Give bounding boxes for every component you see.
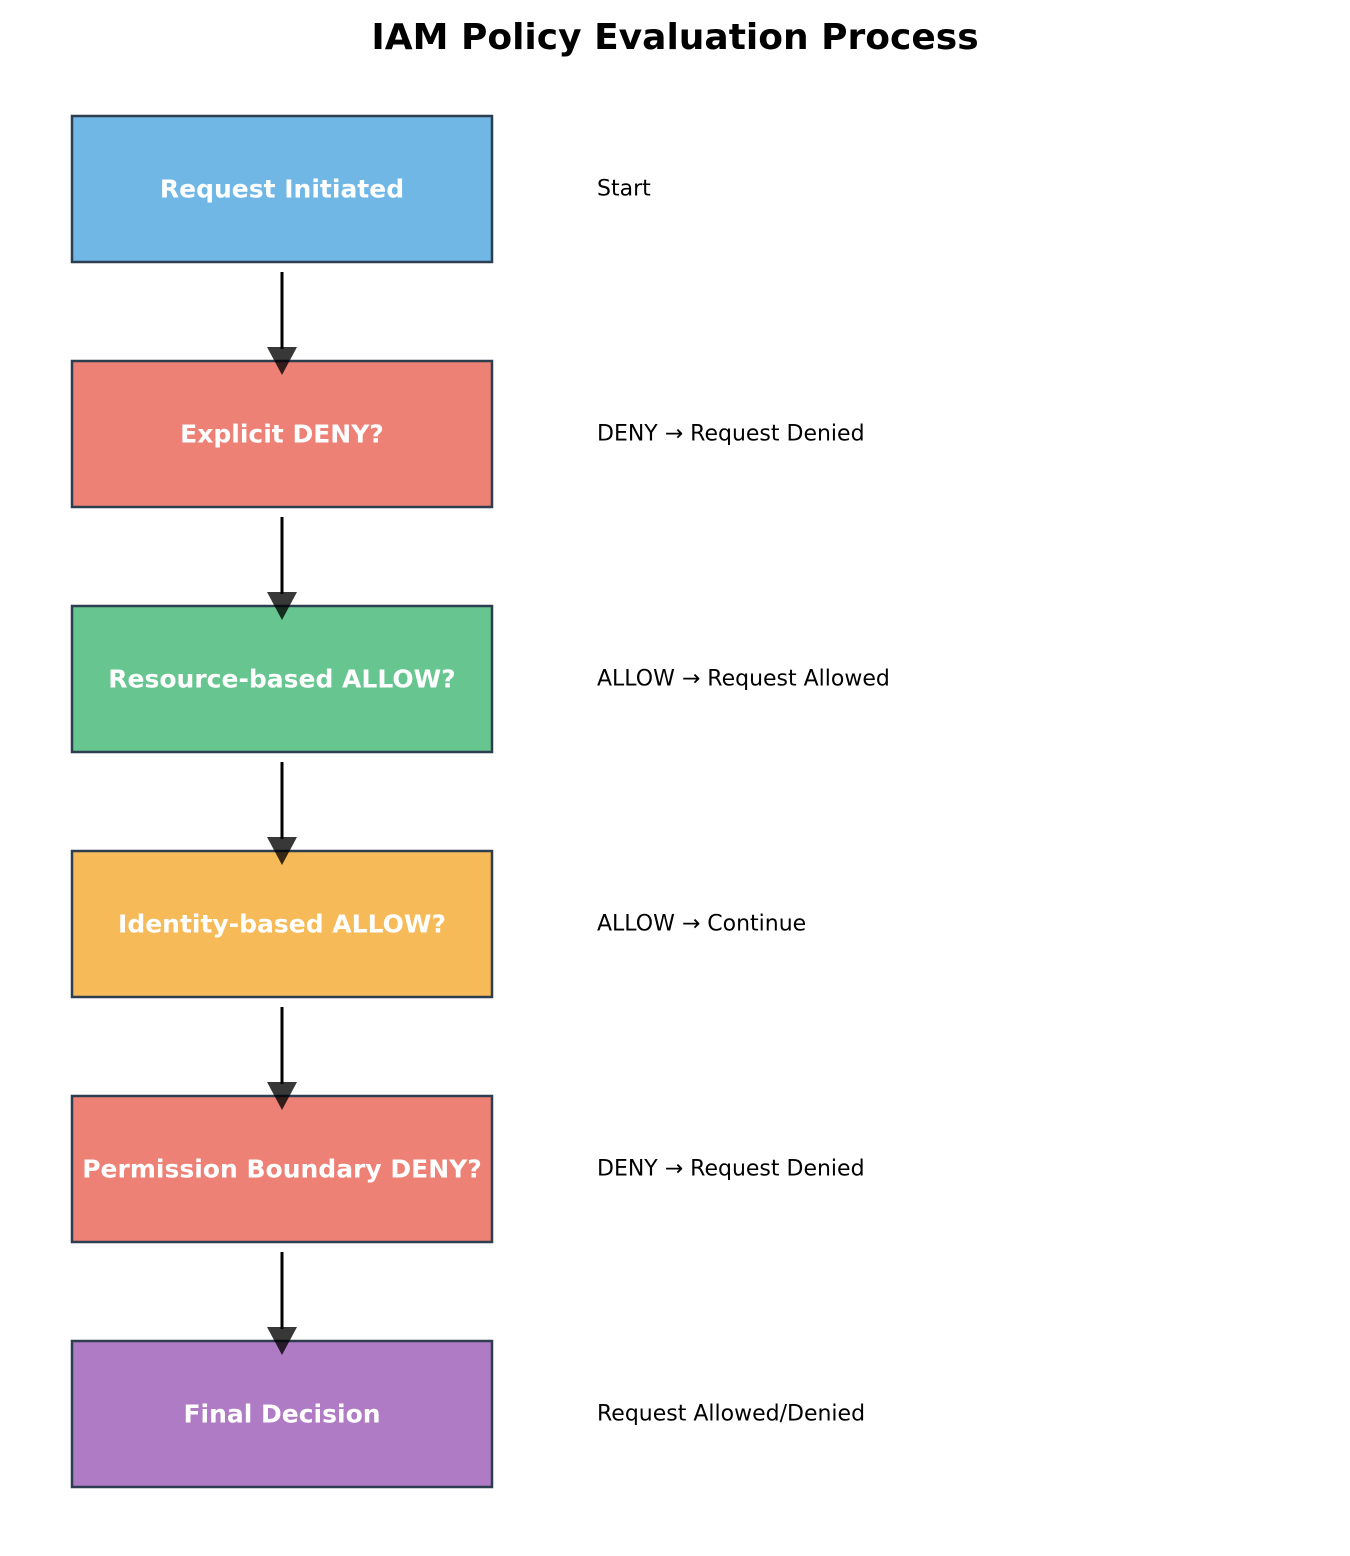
step-final-decision: Final Decision Request Allowed/Denied xyxy=(70,1339,865,1489)
step-label: Identity-based ALLOW? xyxy=(118,910,446,939)
step-label: Permission Boundary DENY? xyxy=(82,1155,482,1184)
step-request-initiated: Request Initiated Start xyxy=(70,114,651,264)
step-note: ALLOW → Request Allowed xyxy=(597,667,890,692)
step-box xyxy=(70,1094,494,1244)
flow-arrow xyxy=(267,272,297,375)
step-box xyxy=(70,114,494,264)
step-note: DENY → Request Denied xyxy=(597,1157,865,1182)
diagram-title: IAM Policy Evaluation Process xyxy=(371,17,979,58)
step-note: Start xyxy=(597,177,651,202)
step-box xyxy=(70,604,494,754)
step-label: Final Decision xyxy=(183,1400,380,1429)
step-permission-boundary-deny: Permission Boundary DENY? DENY → Request … xyxy=(70,1094,865,1244)
step-resource-based-allow: Resource-based ALLOW? ALLOW → Request All… xyxy=(70,604,890,754)
step-note: Request Allowed/Denied xyxy=(597,1402,865,1427)
step-box xyxy=(70,1339,494,1489)
step-box xyxy=(70,849,494,999)
flow-arrow xyxy=(267,1252,297,1355)
flow-arrow xyxy=(267,762,297,865)
step-identity-based-allow: Identity-based ALLOW? ALLOW → Continue xyxy=(70,849,806,999)
step-note: ALLOW → Continue xyxy=(597,912,806,937)
step-label: Explicit DENY? xyxy=(180,420,384,449)
step-label: Resource-based ALLOW? xyxy=(108,665,455,694)
step-note: DENY → Request Denied xyxy=(597,422,865,447)
step-explicit-deny: Explicit DENY? DENY → Request Denied xyxy=(70,359,865,509)
flow-arrow xyxy=(267,517,297,620)
flow-arrow xyxy=(267,1007,297,1110)
step-label: Request Initiated xyxy=(160,175,404,204)
